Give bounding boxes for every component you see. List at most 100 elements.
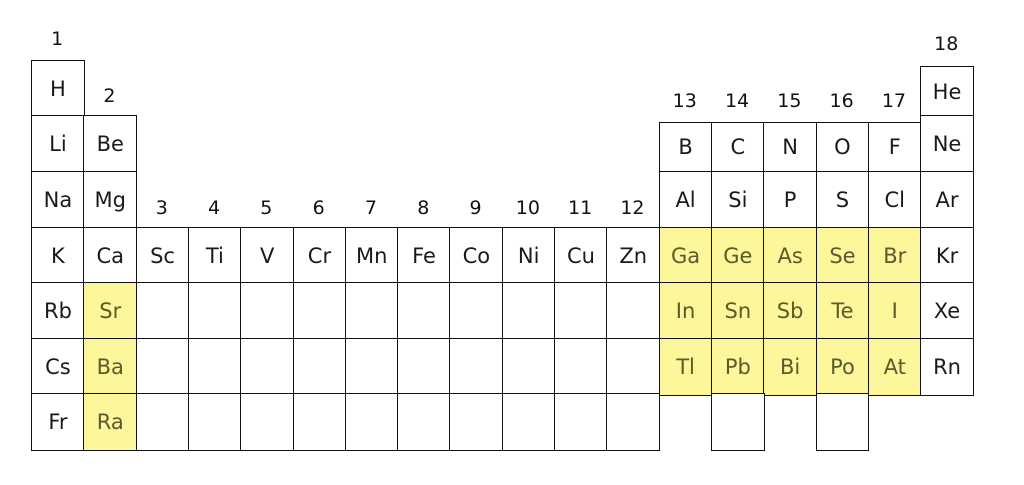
- element-symbol: Mn: [356, 243, 388, 268]
- empty-cell-p5-g5: [240, 282, 295, 340]
- element-cell-xe: Xe: [920, 282, 974, 340]
- empty-cell-p6-g12: [606, 338, 661, 396]
- empty-cell-p7-g12: [606, 393, 661, 451]
- element-cell-he: He: [920, 66, 974, 118]
- element-cell-zn: Zn: [606, 227, 661, 285]
- element-cell-ni: Ni: [501, 227, 556, 285]
- element-symbol: Pb: [724, 354, 751, 379]
- element-symbol: Rn: [933, 354, 961, 379]
- empty-cell-p7-g3: [135, 393, 190, 451]
- group-number-17: 17: [881, 90, 907, 112]
- element-cell-v: V: [240, 227, 295, 285]
- element-cell-se: Se: [815, 227, 870, 285]
- element-symbol: Po: [830, 354, 855, 379]
- group-number-9: 9: [469, 197, 482, 219]
- empty-cell-p7-g14: [710, 393, 765, 451]
- group-number-12: 12: [620, 197, 645, 219]
- element-cell-cl: Cl: [867, 171, 922, 229]
- element-cell-pb: Pb: [710, 338, 765, 396]
- element-symbol: Ar: [935, 187, 959, 212]
- element-symbol: Sn: [724, 298, 752, 323]
- element-symbol: Cu: [566, 243, 595, 268]
- element-cell-te: Te: [815, 282, 870, 340]
- element-cell-si: Si: [710, 171, 765, 229]
- empty-cell-p5-g8: [397, 282, 451, 340]
- element-cell-tl: Tl: [658, 338, 713, 396]
- element-symbol: P: [783, 187, 797, 212]
- group-number-14: 14: [724, 90, 750, 112]
- element-symbol: I: [891, 298, 898, 323]
- group-number-13: 13: [672, 90, 697, 112]
- empty-cell-p6-g6: [292, 338, 347, 396]
- element-cell-k: K: [31, 227, 85, 285]
- empty-cell-p6-g5: [240, 338, 295, 396]
- element-symbol: As: [777, 243, 803, 268]
- element-symbol: Na: [43, 187, 73, 212]
- element-cell-ge: Ge: [710, 227, 765, 285]
- element-cell-sr: Sr: [83, 282, 138, 340]
- group-number-5: 5: [260, 197, 273, 219]
- element-cell-p: P: [763, 171, 818, 229]
- element-symbol: In: [675, 298, 696, 323]
- element-symbol: Ga: [670, 243, 701, 268]
- element-symbol: Rb: [43, 298, 72, 323]
- element-cell-as: As: [763, 227, 818, 285]
- empty-cell-p6-g7: [344, 338, 399, 396]
- element-symbol: Sc: [150, 243, 175, 268]
- element-cell-na: Na: [31, 171, 85, 229]
- empty-cell-p6-g8: [397, 338, 451, 396]
- group-number-6: 6: [312, 197, 325, 219]
- element-cell-al: Al: [658, 171, 713, 229]
- group-number-7: 7: [364, 197, 377, 219]
- element-cell-po: Po: [815, 338, 870, 396]
- element-cell-in: In: [658, 282, 713, 340]
- empty-cell-p7-g4: [187, 393, 242, 451]
- group-number-15: 15: [777, 90, 802, 112]
- element-cell-be: Be: [83, 115, 138, 173]
- element-symbol: Fr: [48, 409, 68, 434]
- element-cell-s: S: [815, 171, 870, 229]
- element-symbol: C: [730, 135, 746, 160]
- element-symbol: Ba: [96, 354, 124, 379]
- empty-cell-p5-g3: [135, 282, 190, 340]
- element-symbol: F: [888, 135, 901, 160]
- empty-cell-p6-g3: [135, 338, 190, 396]
- empty-cell-p7-g16: [815, 393, 870, 451]
- element-cell-mg: Mg: [83, 171, 138, 229]
- element-symbol: Ne: [932, 131, 962, 156]
- empty-cell-p6-g11: [554, 338, 608, 396]
- element-symbol: Ca: [96, 243, 125, 268]
- element-cell-i: I: [867, 282, 922, 340]
- group-number-4: 4: [208, 197, 221, 219]
- element-symbol: Xe: [933, 298, 961, 323]
- group-number-18: 18: [934, 33, 959, 55]
- element-cell-rn: Rn: [920, 338, 974, 396]
- element-symbol: Sb: [776, 298, 804, 323]
- element-symbol: Br: [883, 243, 907, 268]
- element-symbol: Cs: [45, 354, 71, 379]
- empty-cell-p6-g9: [449, 338, 504, 396]
- element-symbol: Ge: [723, 243, 753, 268]
- element-cell-h: H: [31, 60, 85, 118]
- group-number-8: 8: [417, 197, 430, 219]
- empty-cell-p5-g10: [501, 282, 556, 340]
- element-cell-ne: Ne: [920, 115, 974, 173]
- element-cell-sn: Sn: [710, 282, 765, 340]
- empty-cell-p7-g9: [449, 393, 504, 451]
- element-symbol: Zn: [619, 243, 648, 268]
- element-cell-bi: Bi: [763, 338, 818, 396]
- group-number-3: 3: [155, 197, 168, 219]
- element-symbol: Fe: [412, 243, 436, 268]
- group-number-10: 10: [515, 197, 540, 219]
- group-number-11: 11: [568, 197, 593, 219]
- element-cell-ti: Ti: [187, 227, 242, 285]
- element-symbol: S: [835, 187, 850, 212]
- element-cell-cs: Cs: [31, 338, 85, 396]
- element-cell-b: B: [658, 122, 713, 173]
- element-symbol: Tl: [676, 354, 695, 379]
- empty-cell-p7-g10: [501, 393, 556, 451]
- element-symbol: Sr: [99, 298, 122, 323]
- element-cell-li: Li: [31, 115, 85, 173]
- element-symbol: Cl: [884, 187, 905, 212]
- element-symbol: O: [834, 135, 851, 160]
